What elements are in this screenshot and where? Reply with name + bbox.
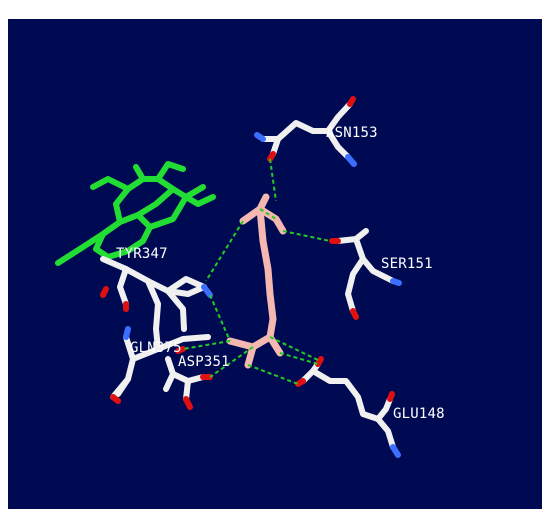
label-asp351: ASP351 [178,354,230,370]
label-ser151: SER151 [381,256,433,272]
hydrogen-bonds [182,158,331,385]
glu148-residue [300,361,396,450]
gln375-residue [110,334,211,400]
bound-ligand [226,193,287,369]
ser151-residue [335,228,396,314]
label-glu148: GLU148 [393,406,445,422]
label-asn153: ASN153 [326,125,378,141]
green-cofactor [55,161,216,266]
label-tyr347: TYR347 [116,246,168,262]
label-gln375: GLN375 [130,340,182,356]
molecule-viewport[interactable]: ASN153 SER151 TYR347 GLN375 ASP351 GLU14… [8,19,542,509]
tyr347-residue [100,256,207,352]
asp351-residue [163,356,206,402]
molecular-structure [55,96,402,458]
